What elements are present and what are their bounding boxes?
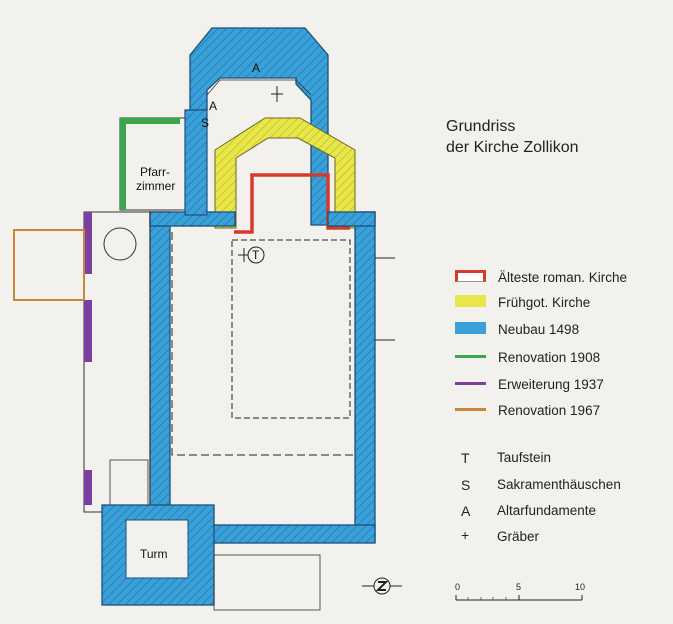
key-label-a: Altarfundamente — [497, 503, 597, 518]
nave-wall-right — [354, 211, 376, 543]
title-line-1: Grundriss — [446, 118, 516, 135]
pfarrzimmer-blue-wall — [184, 109, 208, 216]
tower-stair — [213, 554, 321, 611]
font-circle — [247, 246, 265, 264]
legend-label-4: Erweiterung 1937 — [498, 377, 604, 392]
legend-swatch-5 — [455, 408, 486, 411]
pfarrzimmer-green-wall — [120, 118, 126, 210]
scale-tick-0: 0 — [455, 582, 460, 592]
scale-bar: 0 5 10 — [455, 582, 585, 601]
key-symbol-t: T — [461, 450, 470, 466]
scale-tick-5: 5 — [516, 582, 521, 592]
choir-inner — [206, 79, 312, 96]
porch — [13, 229, 85, 301]
legend-label-2: Neubau 1498 — [498, 322, 580, 337]
label-pfarr-2: zimmer — [136, 179, 175, 193]
legend-swatch-3 — [455, 355, 486, 358]
grave-marks — [238, 86, 283, 262]
legend-label-1: Frühgot. Kirche — [498, 295, 591, 310]
annex-purple-wall-2 — [84, 300, 92, 362]
pfarrzimmer-room — [119, 117, 196, 211]
key-symbol-s: S — [461, 477, 471, 493]
roman-wall — [234, 173, 350, 234]
nave-wall-left — [149, 211, 171, 511]
annex-outline — [83, 211, 151, 513]
nave-interior-dashed — [231, 239, 351, 419]
annex-purple-wall — [84, 212, 92, 274]
label-a-side: A — [209, 99, 217, 113]
nave-wall-top-right — [327, 211, 376, 227]
legend-label-5: Renovation 1967 — [498, 403, 601, 418]
choir-wall — [189, 27, 329, 226]
key-symbol-grave: + — [461, 527, 470, 543]
stair-lower — [109, 459, 149, 506]
nave-wall-bottom — [199, 524, 376, 544]
legend-swatch-0 — [455, 270, 486, 282]
key-symbol-a: A — [461, 503, 471, 519]
key-label-grave: Gräber — [497, 529, 540, 544]
label-pfarr-1: Pfarr- — [140, 165, 170, 179]
legend-swatch-1 — [455, 295, 486, 307]
legend-label-3: Renovation 1908 — [498, 350, 601, 365]
north-arrow-icon — [362, 577, 402, 595]
label-a-choir: A — [252, 61, 260, 75]
tower-interior — [125, 519, 189, 579]
pfarrzimmer-green-top — [120, 118, 180, 124]
label-turm: Turm — [140, 547, 168, 561]
nave-outer-dashed — [171, 232, 355, 456]
key-label-t: Taufstein — [497, 450, 552, 465]
legend-swatch-2 — [455, 322, 486, 334]
key-label-s: Sakramenthäuschen — [497, 477, 621, 492]
gothic-wall — [214, 117, 356, 229]
diagram-title: Grundriss der Kirche Zollikon — [446, 116, 579, 158]
legend-swatch-4 — [455, 382, 486, 385]
spiral-stair — [103, 227, 137, 261]
label-t-font: T — [252, 248, 260, 262]
annex-purple-wall-3 — [84, 470, 92, 505]
title-line-2: der Kirche Zollikon — [446, 139, 579, 156]
scale-tick-10: 10 — [575, 582, 585, 592]
label-s-side: S — [201, 116, 209, 130]
legend-label-0: Älteste roman. Kirche — [498, 270, 628, 285]
